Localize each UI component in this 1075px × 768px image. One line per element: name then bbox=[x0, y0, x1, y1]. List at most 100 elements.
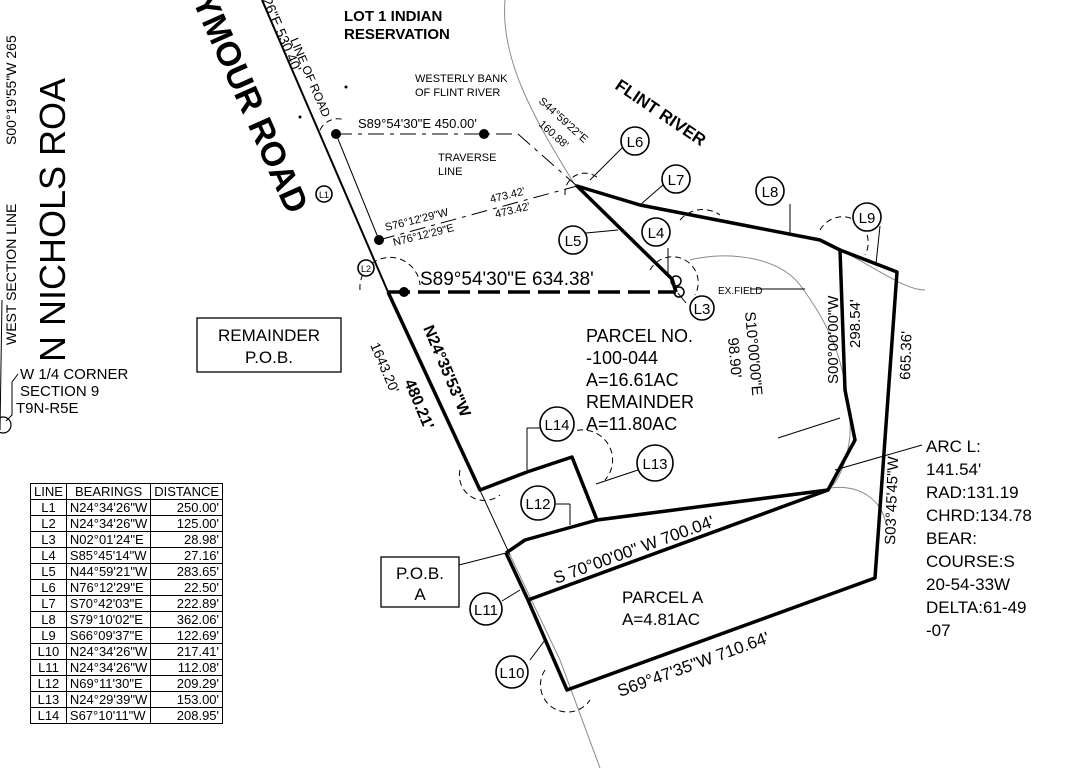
bearing-cell: N76°12'29"E bbox=[65, 579, 152, 596]
distance-cell: 153.00' bbox=[150, 691, 224, 708]
corner-arc-4 bbox=[539, 669, 591, 713]
distance-cell: 28.98' bbox=[150, 531, 224, 548]
corner-arc-5 bbox=[649, 256, 699, 296]
line-label-circle-l5 bbox=[558, 225, 588, 255]
corner-arc-7 bbox=[564, 172, 601, 196]
line-id-cell: L1 bbox=[30, 499, 67, 516]
line-label-circle-l9 bbox=[852, 202, 882, 232]
line-label-l8: L8 bbox=[762, 184, 779, 201]
line-label-circle-l2 bbox=[357, 259, 375, 277]
line-label-l2: L2 bbox=[361, 264, 371, 274]
line-label-circle-l1 bbox=[315, 185, 333, 203]
distance-right: 665.36' bbox=[897, 331, 916, 380]
lot-label-line2: RESERVATION bbox=[344, 26, 450, 43]
bearing-cell: S66°09'37"E bbox=[65, 627, 152, 644]
bearing-cell: N24°34'26"W bbox=[65, 515, 152, 532]
pob-a-line2: A bbox=[414, 585, 426, 604]
bearing-s10: S10°00'00"E bbox=[741, 311, 765, 396]
l10-leader bbox=[529, 639, 546, 661]
line-label-l1: L1 bbox=[319, 190, 329, 200]
corner-arc-1 bbox=[359, 256, 421, 291]
distance-cell: 112.08' bbox=[150, 659, 224, 676]
parcel-rem-line1: PARCEL NO. bbox=[586, 326, 693, 346]
arc-leader-line bbox=[834, 444, 923, 471]
corner-leader bbox=[5, 373, 19, 422]
line-label-l4: L4 bbox=[648, 225, 665, 242]
remainder-pob-line1: REMAINDER bbox=[218, 326, 320, 345]
westerly-bank-line bbox=[504, 0, 576, 186]
monument-ring bbox=[670, 275, 682, 287]
monument-dot bbox=[331, 129, 341, 139]
l7-leader bbox=[639, 184, 664, 206]
distance-cell: 122.69' bbox=[150, 627, 224, 644]
section-corner-marker bbox=[0, 416, 12, 434]
arc-line6: COURSE:S bbox=[926, 552, 1015, 571]
line-id-cell: L7 bbox=[30, 595, 67, 612]
distance-cell: 250.00' bbox=[150, 499, 224, 516]
l11-leader bbox=[501, 589, 521, 602]
line-id-cell: L14 bbox=[30, 707, 67, 724]
line-id-cell: L13 bbox=[30, 691, 67, 708]
distance-cell: 283.65' bbox=[150, 563, 224, 580]
corner-arc-9 bbox=[679, 209, 721, 221]
line-id-cell: L10 bbox=[30, 643, 67, 660]
distance-1643: 1643.20' bbox=[367, 340, 403, 395]
bearing-cell: S67°10'11"W bbox=[65, 707, 152, 724]
line-label-circle-l8 bbox=[755, 176, 785, 206]
corner-arc-8 bbox=[319, 118, 346, 131]
monument-dot bbox=[479, 129, 489, 139]
arc-line4: CHRD:134.78 bbox=[926, 506, 1032, 525]
line-label-l7: L7 bbox=[668, 172, 685, 189]
parcel-a-line1: PARCEL A bbox=[622, 588, 704, 607]
header-line: LINE bbox=[30, 483, 67, 500]
remainder-pob-line2: P.O.B. bbox=[245, 348, 293, 367]
line-label-circle-l11 bbox=[469, 592, 503, 626]
line-label-l11: L11 bbox=[474, 602, 498, 619]
parcel-a-extension bbox=[829, 486, 886, 521]
monument-dot bbox=[399, 287, 409, 297]
distance-cell: 222.89' bbox=[150, 595, 224, 612]
corner-line3: T9N-R5E bbox=[16, 400, 79, 417]
line-label-l6: L6 bbox=[627, 134, 644, 151]
monument-dot bbox=[374, 235, 384, 245]
bearing-main: S89°54'30"E 634.38' bbox=[420, 269, 594, 290]
monument-small bbox=[298, 115, 302, 119]
arc-line7: 20-54-33W bbox=[926, 575, 1010, 594]
distance-cell: 27.16' bbox=[150, 547, 224, 564]
pob-a-line1: P.O.B. bbox=[396, 564, 444, 583]
bearing-cell: N02°01'24"E bbox=[65, 531, 152, 548]
arc-line9: -07 bbox=[926, 621, 951, 640]
header-bearings: BEARINGS bbox=[65, 483, 152, 500]
line-label-l10: L10 bbox=[499, 665, 524, 682]
parcel-a-north bbox=[527, 488, 829, 602]
remainder-east-boundary bbox=[575, 184, 857, 522]
bearing-cell: S70°42'03"E bbox=[65, 595, 152, 612]
traverse-label-line1: TRAVERSE bbox=[438, 152, 496, 164]
west-section-line-label: WEST SECTION LINE bbox=[3, 204, 19, 345]
header-distance: DISTANCE bbox=[150, 483, 224, 500]
line-label-circle-l6 bbox=[620, 126, 650, 156]
line-label-circle-l10 bbox=[495, 655, 529, 689]
bearing-cell: N24°34'26"W bbox=[65, 659, 152, 676]
parcel-rem-line2: -100-044 bbox=[586, 348, 658, 368]
line-label-l13: L13 bbox=[642, 456, 667, 473]
line-id-cell: L11 bbox=[30, 659, 67, 676]
monument-ring bbox=[673, 286, 685, 298]
bank-label-line2: OF FLINT RIVER bbox=[415, 87, 500, 99]
bearing-mid: S 70°00'00" W 700.04' bbox=[551, 512, 717, 588]
road-row-line bbox=[261, 0, 389, 293]
arc-line3: RAD:131.19 bbox=[926, 483, 1019, 502]
traverse-label-line2: LINE bbox=[438, 166, 462, 178]
line-label-circle-l7 bbox=[661, 164, 691, 194]
